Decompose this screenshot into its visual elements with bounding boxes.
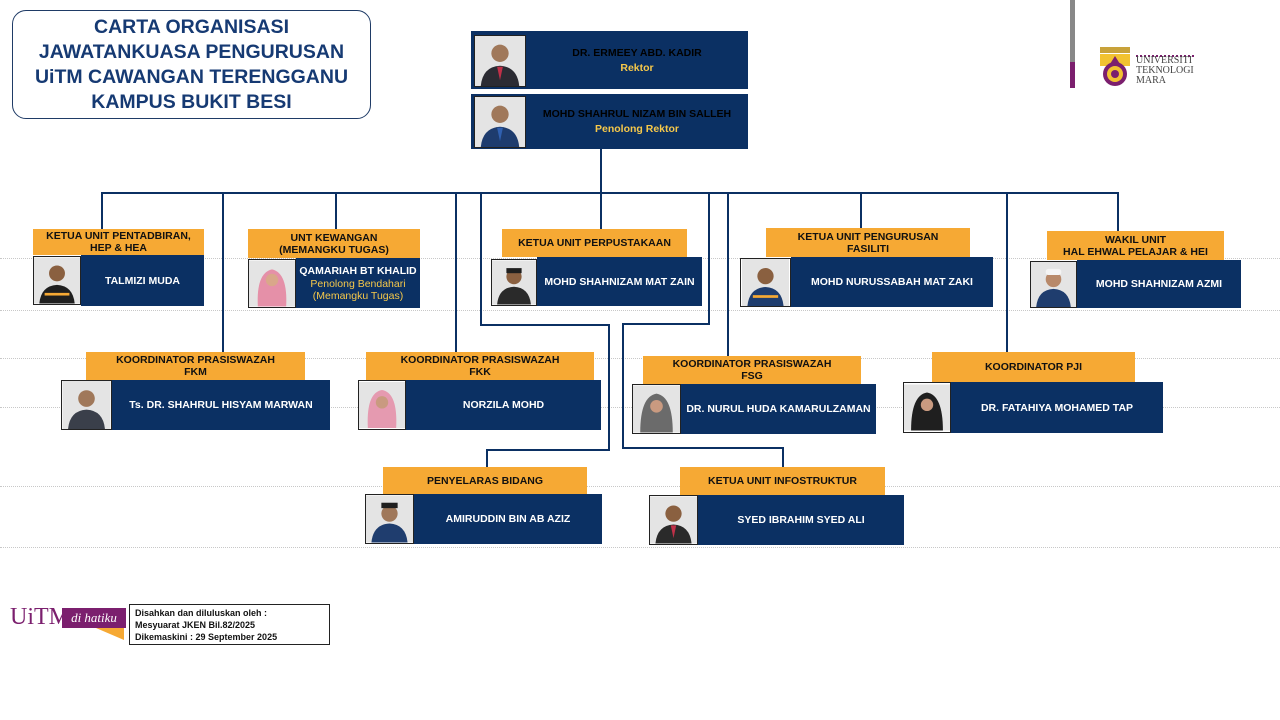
chart-title-box: CARTA ORGANISASI JAWATANKUASA PENGURUSAN… [12,10,371,119]
updated-date: Dikemaskini : 29 September 2025 [135,632,278,642]
info-photo [649,495,698,545]
unit-pji-role: KOORDINATOR PJI [932,352,1135,382]
grid-line [0,310,1280,311]
logo-text: TEKNOLOGI [1136,65,1194,76]
library-photo [491,259,537,306]
unit-fkk-role: KOORDINATOR PRASISWAZAH FKK [366,352,594,380]
person-portrait-icon [1031,262,1076,307]
unit-facility-role: KETUA UNIT PENGURUSAN FASILITI [766,228,970,257]
uitm-crest-icon [1100,47,1130,86]
unit-student-name: MOHD SHAHNIZAM AZMI [1077,260,1241,308]
unit-library-role: KETUA UNIT PERPUSTAKAAN [502,229,687,257]
facility-photo [740,258,791,307]
unit-library-name: MOHD SHAHNIZAM MAT ZAIN [537,257,702,306]
unit-finance-role: UNT KEWANGAN (MEMANGKU TUGAS) [248,229,420,258]
chart-title: JAWATANKUASA PENGURUSAN [38,40,345,63]
person-portrait-icon [34,257,80,304]
approval-line: Mesyuarat JKEN Bil.82/2025 [135,620,256,630]
person-portrait-icon [742,259,789,306]
person-portrait-icon [650,496,697,544]
unit-fsg-role: KOORDINATOR PRASISWAZAH FSG [643,356,861,384]
finance-photo [248,259,296,308]
person-portrait-icon [359,382,405,428]
deputy-role: Penolong Rektor [594,122,679,135]
deputy-card: MOHD SHAHRUL NIZAM BIN SALLEH Penolong R… [471,94,748,149]
brand-text: UiTM [10,604,70,630]
fsg-photo [632,384,681,434]
unit-bidang-name: AMIRUDDIN BIN AB AZIZ [414,494,602,544]
person-portrait-icon [62,381,111,429]
person-portrait-icon [249,260,295,307]
student-photo [1030,261,1077,308]
admin-photo [33,256,81,305]
logo-divider [1070,0,1075,88]
approval-line: Disahkan dan diluluskan oleh : [135,608,268,618]
unit-fkm-name: Ts. DR. SHAHRUL HISYAM MARWAN [112,380,330,430]
chart-title: UiTM CAWANGAN TERENGGANU [34,65,349,88]
fkk-photo [358,380,406,430]
unit-fsg-name: DR. NURUL HUDA KAMARULZAMAN [681,384,876,434]
grid-line [0,486,1280,487]
unit-admin-name: TALMIZI MUDA [81,255,204,306]
fkm-photo [61,380,112,430]
deputy-name: MOHD SHAHRUL NIZAM BIN SALLEH [542,107,732,120]
brand-swoosh [96,628,124,640]
person-portrait-icon [904,384,950,431]
approval-box: Disahkan dan diluluskan oleh : Mesyuarat… [129,604,330,645]
deputy-photo [474,96,526,148]
unit-facility-name: MOHD NURUSSABAH MAT ZAKI [791,257,993,307]
unit-bidang-role: PENYELARAS BIDANG [383,467,587,494]
pji-photo [903,382,951,433]
uitm-dihatiku-logo: UiTM di hatiku [8,604,126,644]
person-portrait-icon [492,260,536,305]
chart-title: CARTA ORGANISASI [93,15,289,38]
unit-info-name: SYED IBRAHIM SYED ALI [698,495,904,545]
bidang-photo [365,494,414,544]
uitm-logo: UNIVERSITI TEKNOLOGI MARA [1098,46,1198,90]
unit-pji-name: DR. FATAHIYA MOHAMED TAP [951,382,1163,433]
unit-fkm-role: KOORDINATOR PRASISWAZAH FKM [86,352,305,380]
person-portrait-icon [475,36,525,86]
person-portrait-icon [475,97,525,147]
person-portrait-icon [366,495,413,543]
unit-finance-name: QAMARIAH BT KHALID Penolong Bendahari (M… [296,258,420,308]
rector-role: Rektor [620,61,654,74]
grid-line [0,358,1280,359]
rector-photo [474,35,526,87]
rector-card: DR. ERMEEY ABD. KADIR Rektor [471,31,748,89]
unit-admin-role: KETUA UNIT PENTADBIRAN, HEP & HEA [33,229,204,255]
brand-tagline: di hatiku [62,608,126,628]
logo-text: UNIVERSITI [1136,55,1193,66]
logo-arabic-script [1136,48,1194,57]
logo-text: MARA [1136,75,1167,86]
unit-info-role: KETUA UNIT INFOSTRUKTUR [680,467,885,495]
unit-fkk-name: NORZILA MOHD [406,380,601,430]
unit-student-role: WAKIL UNIT HAL EHWAL PELAJAR & HEI [1047,231,1224,260]
rector-name: DR. ERMEEY ABD. KADIR [572,46,702,59]
grid-line [0,547,1280,548]
logo-divider-accent [1070,62,1075,88]
person-portrait-icon [633,385,680,433]
chart-title: KAMPUS BUKIT BESI [91,90,292,113]
